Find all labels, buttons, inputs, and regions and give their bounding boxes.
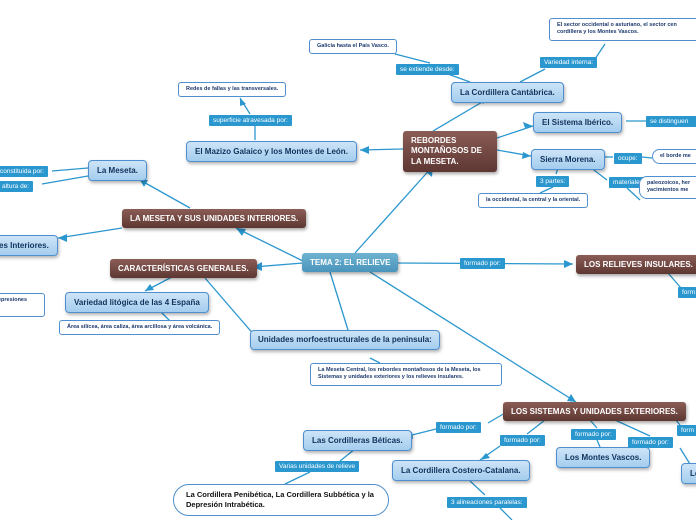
note-paleozoicos[interactable]: paleozoicos, her yacimientos me xyxy=(639,176,696,199)
note-galicia-pais-vasco[interactable]: Galicia hasta el País Vasco. xyxy=(309,39,397,55)
label-tres-partes: 3 partes: xyxy=(536,176,570,187)
topic-variedad-litologica[interactable]: Variedad litógica de las 4 España xyxy=(65,292,209,313)
topic-sierra-morena[interactable]: Sierra Morena. xyxy=(531,149,605,170)
note-sector-occidental[interactable]: El sector occidental o asturiano, el sec… xyxy=(549,18,696,41)
label-constituida-por: constituida por: xyxy=(0,166,49,177)
label-altura-de: altura de: xyxy=(0,181,34,192)
label-formado-por-vascos: formado por: xyxy=(571,429,616,440)
label-formado-cut-b: form xyxy=(677,425,696,436)
label-tres-alineaciones: 3 alineaciones paralelas: xyxy=(447,497,527,508)
note-depresiones[interactable]: epresiones xyxy=(0,293,45,317)
note-meseta-central[interactable]: La Meseta Central, los rebordes montaños… xyxy=(310,363,502,386)
topic-mazizo-galaico[interactable]: El Mazizo Galaico y los Montes de León. xyxy=(186,141,357,162)
label-se-extiende: se extiende desde: xyxy=(396,64,459,75)
topic-la-meseta[interactable]: La Meseta. xyxy=(88,160,147,181)
topic-sistema-iberico[interactable]: El Sistema Ibérico. xyxy=(533,112,623,133)
branch-sistemas-unidades-exteriores[interactable]: LOS SISTEMAS Y UNIDADES EXTERIORES. xyxy=(503,402,686,421)
label-formado-por-insulares: formado por: xyxy=(460,258,505,269)
label-superficie-atravesada: superficie atravesada por: xyxy=(209,115,292,126)
central-topic[interactable]: TEMA 2: EL RELIEVE xyxy=(302,253,399,272)
branch-relieves-insulares[interactable]: LOS RELIEVES INSULARES. xyxy=(576,255,696,274)
topic-le-cut[interactable]: Le xyxy=(681,463,696,484)
topic-montes-vascos[interactable]: Los Montes Vascos. xyxy=(556,447,651,468)
label-formado-por-costero: formado por: xyxy=(500,435,545,446)
label-formado-por-le: formado por: xyxy=(628,437,673,448)
label-materiales: materiales: xyxy=(609,177,649,188)
topic-unidades-interiores[interactable]: es Interiores. xyxy=(0,235,58,256)
branch-meseta-unidades-interiores[interactable]: LA MESETA Y SUS UNIDADES INTERIORES. xyxy=(122,209,307,228)
note-penibetica[interactable]: La Cordillera Penibética, La Cordillera … xyxy=(173,484,389,516)
topic-cordillera-costero-catalana[interactable]: La Cordillera Costero-Catalana. xyxy=(392,460,530,481)
note-tres-partes-detalle[interactable]: la occidental, la central y la oriental. xyxy=(478,193,589,209)
branch-caracteristicas-generales[interactable]: CARACTERÍSTICAS GENERALES. xyxy=(110,259,257,278)
note-borde-me[interactable]: el borde me xyxy=(652,149,696,165)
label-varias-unidades-relieve: Varias unidades de relieve xyxy=(275,461,360,472)
label-se-distinguen: se distinguen xyxy=(646,116,696,127)
label-ocupe: ocupe: xyxy=(614,153,642,164)
note-areas-litologicas[interactable]: Área silícea, área caliza, área arcillos… xyxy=(59,320,221,336)
branch-rebordes-montanosos[interactable]: REBORDES MONTAÑOSOS DE LA MESETA. xyxy=(403,131,497,173)
topic-unidades-morfoestructurales[interactable]: Unidades morfoestructurales de la penins… xyxy=(250,330,440,351)
label-formado-cut-a: form xyxy=(678,287,696,298)
topic-cordilleras-beticas[interactable]: Las Cordilleras Béticas. xyxy=(303,430,412,451)
note-redes-de-fallas[interactable]: Redes de fallas y las transversales. xyxy=(178,82,287,98)
label-variedad-interna: Variedad interna: xyxy=(540,57,598,68)
label-formado-por-beticas: formado por: xyxy=(436,422,481,433)
topic-cordillera-cantabrica[interactable]: La Cordillera Cantábrica. xyxy=(451,82,564,103)
